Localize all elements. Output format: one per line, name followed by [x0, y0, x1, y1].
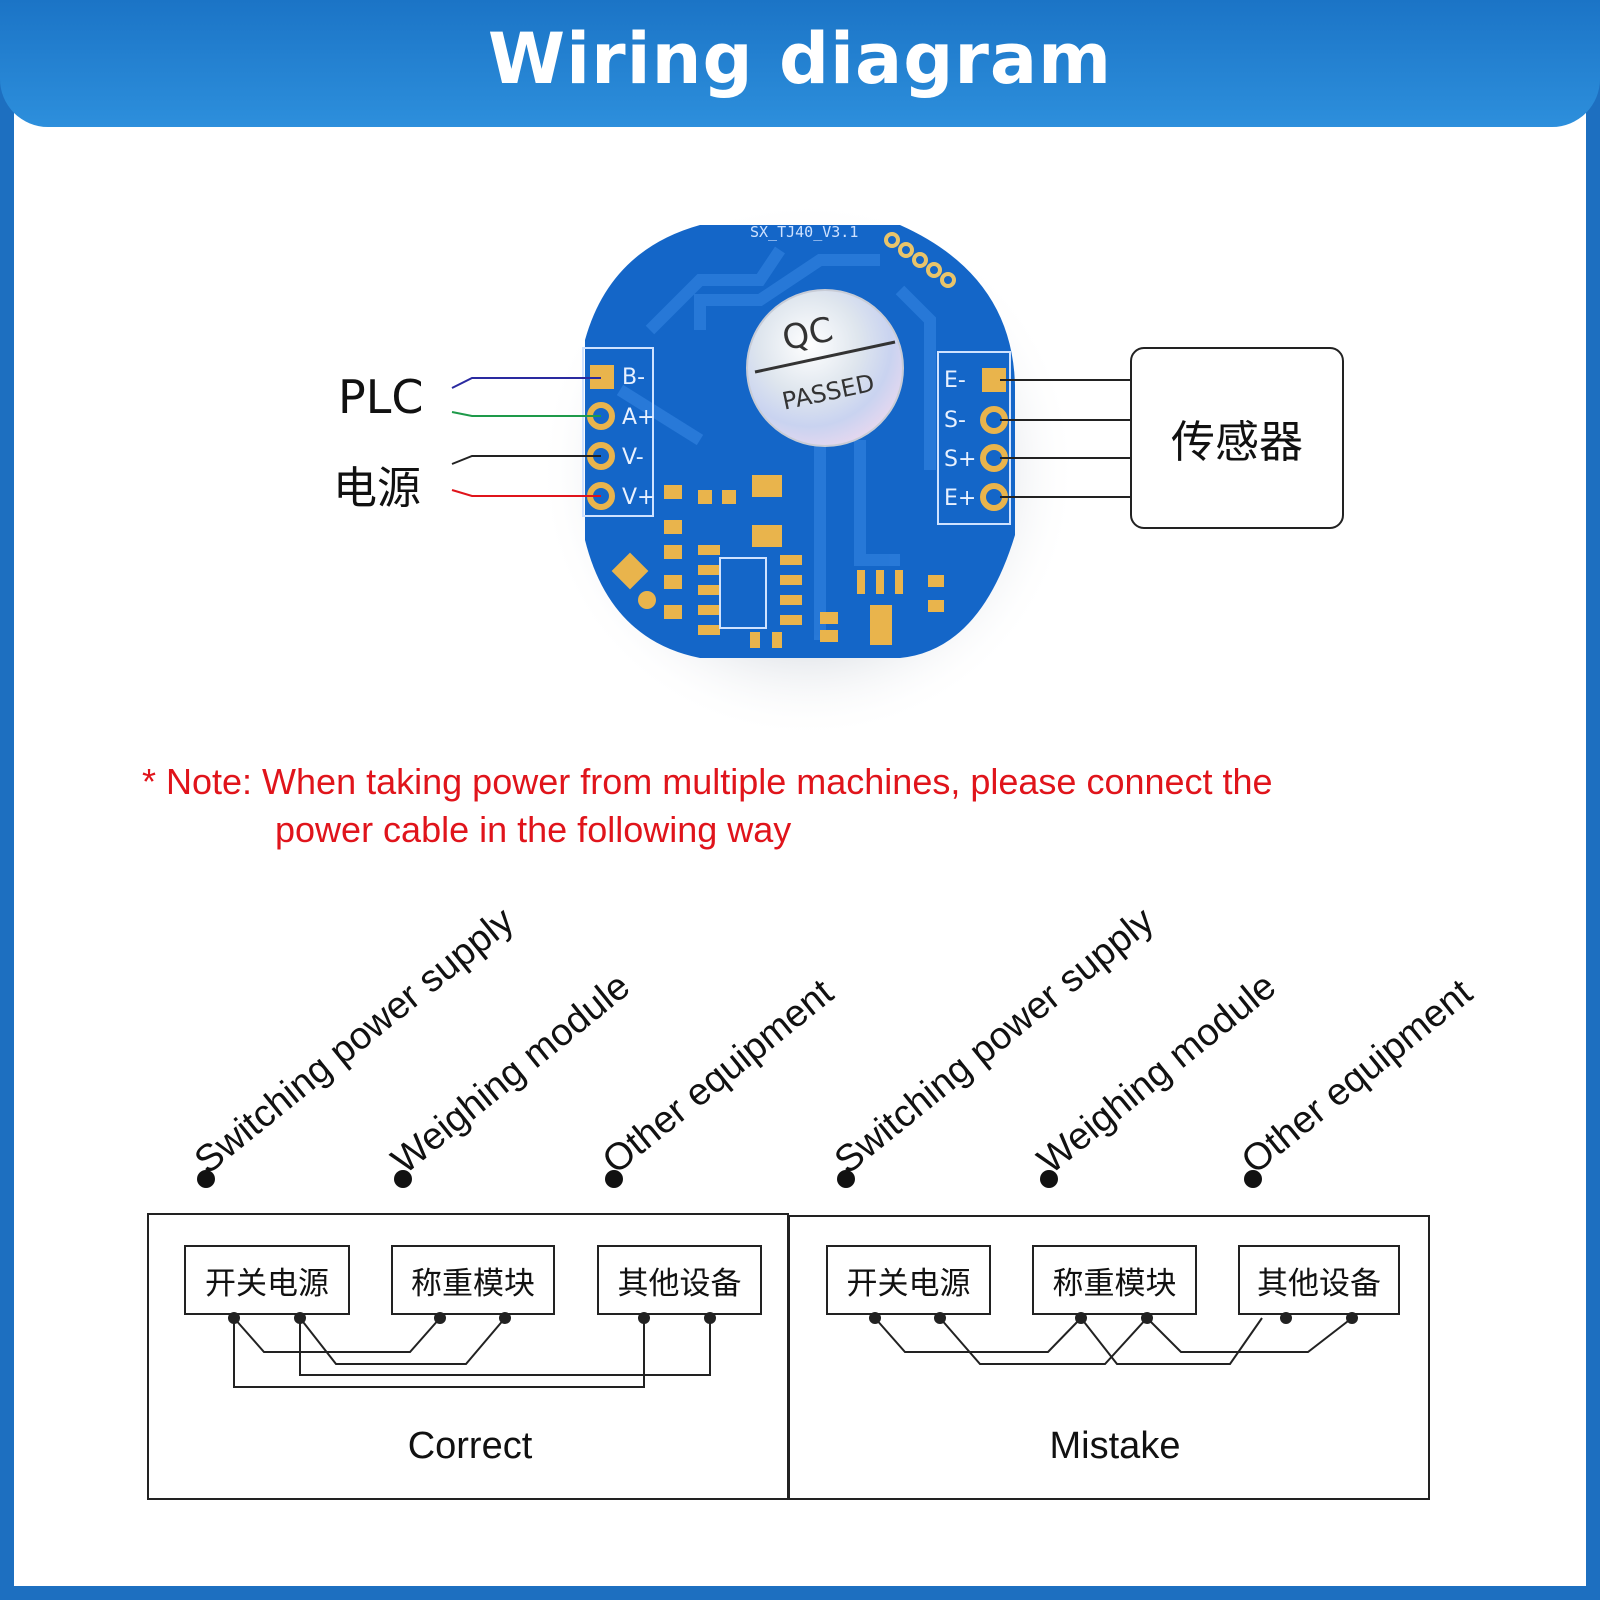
- pin-label-b: B-: [622, 365, 645, 390]
- sensor-box: 传感器: [1130, 347, 1344, 529]
- sticker-rule: [754, 340, 896, 374]
- sensor-wires: [1000, 379, 1130, 498]
- mistake-device-switching: 开关电源: [826, 1245, 991, 1315]
- mistake-caption: Mistake: [1049, 1425, 1181, 1467]
- wire-v-minus: [451, 455, 601, 465]
- page-title: Wiring diagram: [487, 18, 1113, 100]
- corner-pad: [611, 552, 649, 590]
- mistake-label-dot-2: [1040, 1170, 1058, 1188]
- correct-label-dot-1: [197, 1170, 215, 1188]
- mistake-wiring: [874, 1317, 1353, 1365]
- pin-label-a: A+: [622, 405, 655, 430]
- silkscreen-text: SX_TJ40_V3.1: [750, 223, 858, 241]
- note-line-2: power cable in the following way: [275, 809, 792, 850]
- correct-device-other: 其他设备: [597, 1245, 762, 1315]
- note-text: * Note: When taking power from multiple …: [142, 758, 1462, 854]
- chip-outline: [719, 557, 767, 629]
- mistake-label-dot-1: [837, 1170, 855, 1188]
- mistake-device-weighing: 称重模块: [1032, 1245, 1197, 1315]
- correct-label-dot-2: [394, 1170, 412, 1188]
- board-traces: [616, 246, 936, 640]
- header-banner: Wiring diagram: [0, 0, 1600, 127]
- right-pin-labels: E- S- S+ E+: [944, 368, 976, 511]
- note-line-1: * Note: When taking power from multiple …: [142, 761, 1273, 802]
- plc-label: PLC: [338, 370, 424, 424]
- wire-a-plus: [451, 411, 601, 417]
- correct-wiring: [233, 1317, 711, 1388]
- right-connector-outline: [937, 351, 1011, 525]
- top-right-pads: [884, 232, 956, 288]
- sensor-label: 传感器: [1171, 417, 1303, 468]
- mistake-label-dot-3: [1244, 1170, 1262, 1188]
- left-pin-labels: B- A+ V- V+: [622, 365, 655, 510]
- mistake-panel: [788, 1215, 1430, 1500]
- correct-device-weighing: 称重模块: [391, 1245, 555, 1315]
- corner-pad-2: [638, 591, 656, 609]
- wire-b-minus: [451, 377, 601, 389]
- correct-device-switching: 开关电源: [184, 1245, 350, 1315]
- pin-label-eminus: E-: [944, 368, 966, 393]
- qc-sticker: [746, 289, 904, 447]
- correct-terminals: [228, 1312, 716, 1324]
- correct-label-dot-3: [605, 1170, 623, 1188]
- pin-label-sminus: S-: [944, 408, 966, 433]
- correct-caption: Correct: [407, 1425, 533, 1467]
- mistake-device-other: 其他设备: [1238, 1245, 1400, 1315]
- smd-components: [664, 475, 944, 648]
- left-connector-outline: [582, 347, 654, 517]
- wire-v-plus: [451, 489, 601, 497]
- pin-label-splus: S+: [944, 447, 976, 472]
- pin-label-eplus: E+: [944, 486, 976, 511]
- pin-label-vplus: V+: [622, 485, 655, 510]
- pin-label-vminus: V-: [622, 445, 644, 470]
- mistake-terminals: [869, 1312, 1358, 1324]
- power-label: 电源: [333, 463, 421, 514]
